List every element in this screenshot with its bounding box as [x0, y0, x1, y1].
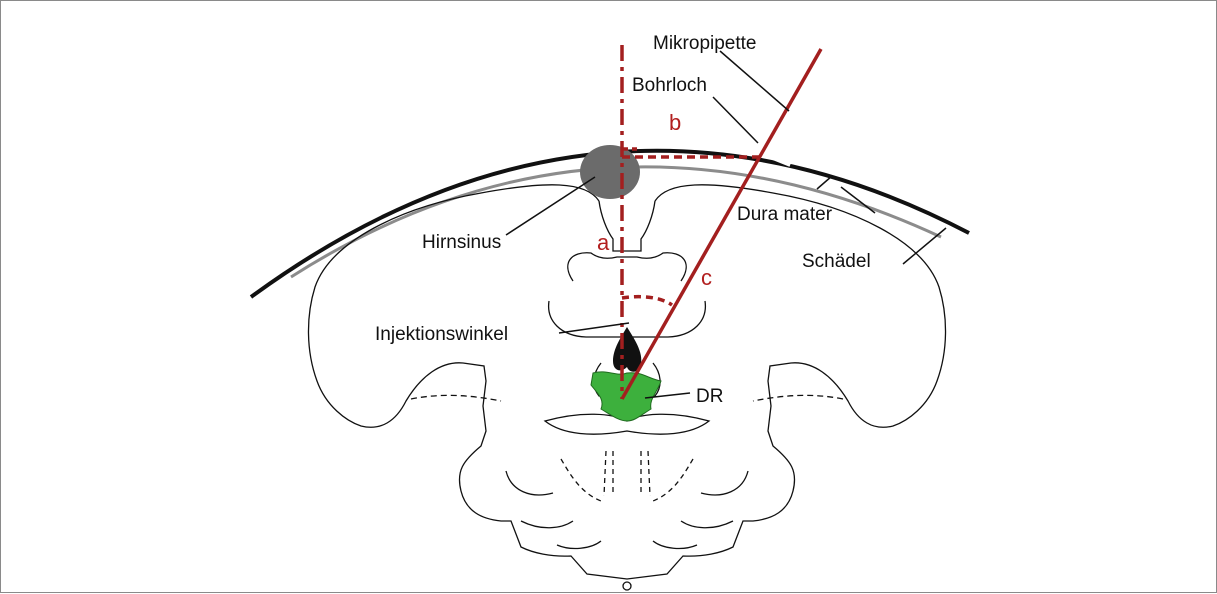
label-injection-angle: Injektionswinkel — [375, 324, 508, 345]
segment-b-label: b — [669, 110, 681, 135]
angle-arc — [622, 297, 672, 305]
segment-c-label: c — [701, 265, 712, 290]
segment-a-label: a — [597, 230, 610, 255]
sinus-shape — [580, 145, 640, 199]
label-sinus: Hirnsinus — [422, 232, 501, 253]
label-dura-mater: Dura mater — [737, 204, 833, 225]
label-dr: DR — [696, 386, 723, 407]
leader-lines — [506, 51, 946, 398]
label-skull: Schädel — [802, 251, 871, 272]
ventricle-shape — [613, 327, 641, 372]
dr-region — [591, 372, 661, 421]
label-micropipette: Mikropipette — [653, 33, 757, 54]
label-burr-hole: Bohrloch — [632, 75, 707, 96]
